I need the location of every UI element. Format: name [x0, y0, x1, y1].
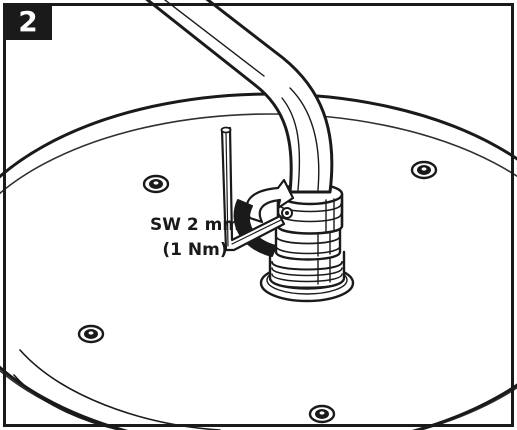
torque-callout: SW 2 mm (1 Nm): [146, 213, 244, 263]
step-number-badge: 2: [4, 4, 52, 40]
screw-hole-3: [77, 324, 105, 344]
rotation-arrow: [233, 178, 295, 257]
tool-size-text: SW 2 mm: [149, 215, 241, 235]
hex-key: [220, 126, 286, 252]
connector-upper: [276, 182, 344, 235]
plate-top-edge: [0, 92, 517, 430]
plate-rim-line-3: [13, 374, 125, 430]
plate-rim-line-1: [0, 113, 517, 430]
plate-rim-line-2: [19, 349, 221, 430]
connector-middle: [274, 224, 342, 261]
bent-pipe: [145, 0, 334, 194]
screw-hole-4: [308, 404, 336, 424]
screw-hole-1: [142, 174, 170, 194]
plate: [0, 92, 517, 430]
screw-hole-2: [410, 160, 438, 180]
connector-lower: [268, 250, 346, 290]
torque-value-text: (1 Nm): [162, 240, 228, 260]
